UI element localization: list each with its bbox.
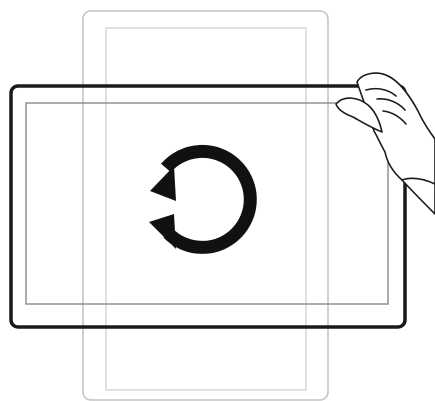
hand-icon <box>336 73 435 214</box>
ghost-display-screen <box>106 28 306 390</box>
rotate-arrowhead-bottom <box>149 214 176 249</box>
rotate-arrowhead-top <box>150 166 176 201</box>
rotate-counterclockwise-icon <box>149 151 250 249</box>
display-bezel <box>11 86 405 327</box>
rotate-arc <box>166 151 250 247</box>
ghost-display-frame <box>83 11 328 400</box>
landscape-display <box>11 86 405 327</box>
display-screen <box>26 103 388 304</box>
hand-palm <box>357 73 435 214</box>
ghost-portrait-display <box>83 11 328 400</box>
